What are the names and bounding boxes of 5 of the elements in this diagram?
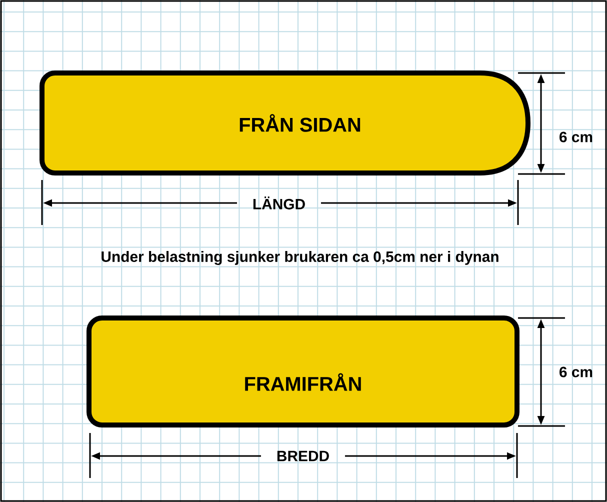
note-text: Under belastning sjunker brukaren ca 0,5cm ner i dynan [102,251,498,265]
dimension-label: BREDD [277,450,329,462]
dimension-label: 6 cm [560,132,592,142]
dimension-label: 6 cm [560,366,592,378]
dimension-label: LÄNGD [253,196,305,210]
